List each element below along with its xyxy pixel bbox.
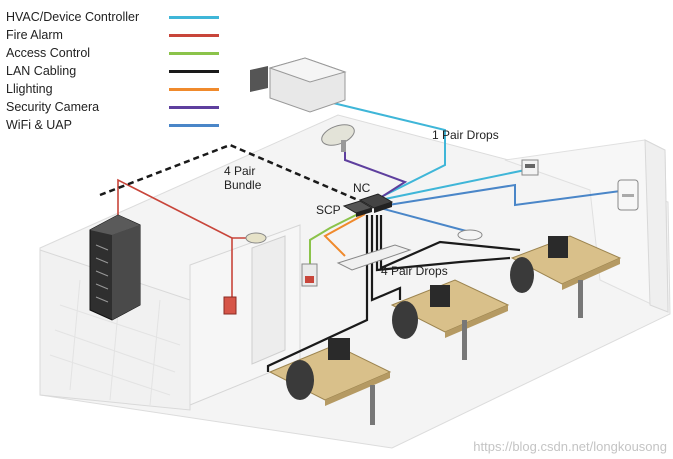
legend-item-fire-alarm: Fire Alarm [6, 26, 219, 44]
workstation-3 [510, 235, 622, 318]
label-4-pair-drops: 4 Pair Drops [381, 264, 448, 278]
right-wall-face [644, 139, 669, 313]
legend-swatch [169, 123, 219, 127]
workstation-1 [268, 338, 392, 425]
legend-label: Llighting [6, 82, 53, 96]
workstation-2 [390, 279, 510, 360]
legend-item-wifi-uap: WiFi & UAP [6, 116, 219, 134]
rack-units [95, 244, 109, 303]
chair-icon [510, 257, 534, 293]
legend-label: Fire Alarm [6, 28, 63, 42]
legend-item-access-control: Access Control [6, 44, 219, 62]
monitor-icon [548, 236, 568, 258]
legend-item-lighting: Llighting [6, 80, 219, 98]
wifi-cable-2 [379, 207, 471, 233]
chair-icon [392, 301, 418, 339]
ceiling-ap-icon [457, 229, 483, 241]
hvac-cable-2 [379, 167, 536, 201]
camera-cable [344, 150, 408, 199]
label-scp: SCP [316, 203, 341, 217]
security-camera-icon [321, 124, 355, 152]
cables [99, 94, 629, 372]
access-cable [309, 211, 363, 265]
partition-door [251, 235, 286, 365]
server-rack-icon [89, 214, 141, 321]
label-1-pair-drops: 1 Pair Drops [432, 128, 499, 142]
lan-drop-1 [266, 215, 369, 372]
smoke-detector-icon [245, 232, 267, 244]
watermark: https://blog.csdn.net/longkousong [473, 439, 667, 454]
devices [89, 57, 639, 321]
hvac-cable [299, 94, 446, 201]
chair-icon [286, 360, 314, 400]
lighting-cable [323, 213, 366, 257]
legend-swatch [169, 87, 219, 91]
monitor-icon [328, 338, 350, 360]
wifi-cable [381, 183, 629, 207]
legend-label: WiFi & UAP [6, 118, 72, 132]
legend-label: Security Camera [6, 100, 100, 114]
floor-tiles [49, 279, 181, 406]
legend-item-security-camera: Security Camera [6, 98, 219, 116]
label-4-pair-bundle-line2: Bundle [224, 178, 262, 192]
monitor-icon [430, 285, 450, 307]
legend-label: Access Control [6, 46, 91, 60]
light-fixture-icon [336, 244, 412, 271]
fire-alarm-icon [223, 296, 237, 315]
legend-swatch [169, 105, 219, 109]
legend-swatch [169, 69, 219, 73]
nc-switch-icon [358, 193, 394, 213]
label-nc: NC [353, 181, 371, 195]
lan-bundle [99, 143, 359, 202]
hvac-unit-icon [250, 57, 347, 113]
legend-label: HVAC/Device Controller [6, 10, 140, 24]
workstations [268, 235, 622, 425]
scp-switch-icon [342, 200, 374, 217]
access-control-icon [301, 263, 318, 287]
legend-swatch [169, 33, 219, 37]
label-4-pair-bundle-line1: 4 Pair [224, 164, 256, 178]
wifi-ap-icon [617, 179, 639, 211]
legend-swatch [169, 51, 219, 55]
lan-drop-4 [379, 215, 521, 270]
lan-drop-3 [375, 215, 511, 272]
fire-alarm-cable [117, 178, 233, 298]
legend-item-hvac: HVAC/Device Controller [6, 8, 219, 26]
legend-label: LAN Cabling [6, 64, 77, 78]
building [39, 114, 671, 449]
legend-item-lan-cabling: LAN Cabling [6, 62, 219, 80]
legend-swatch [169, 15, 219, 19]
thermostat-icon [521, 159, 539, 176]
